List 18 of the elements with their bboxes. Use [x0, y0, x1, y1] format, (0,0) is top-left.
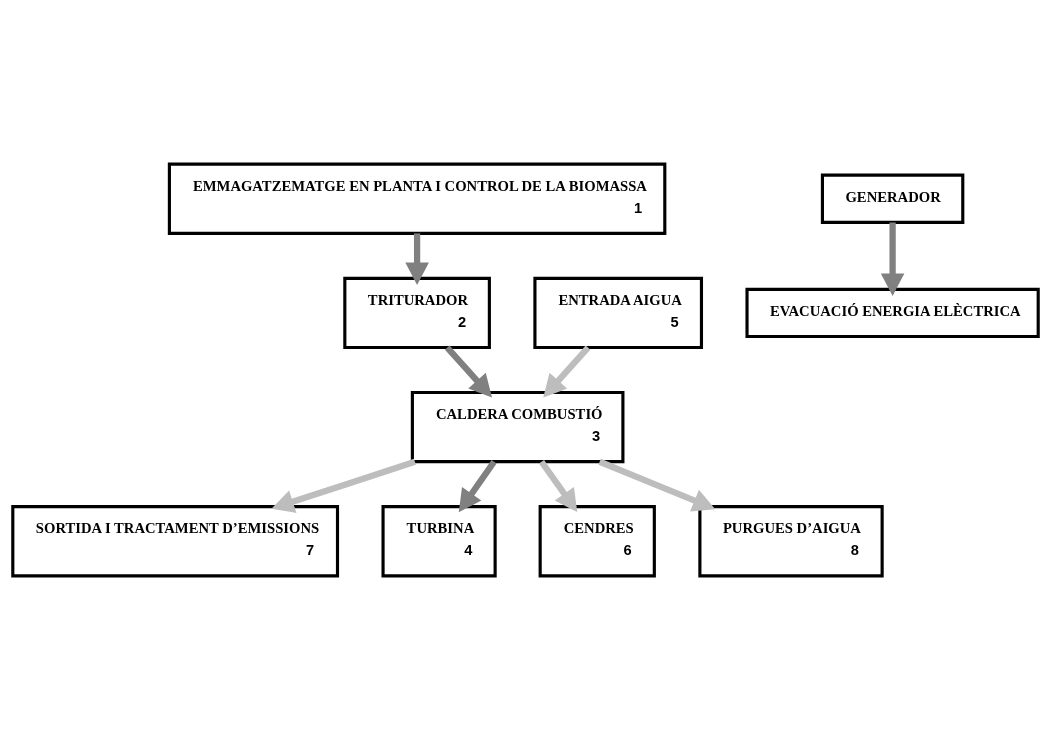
- node-box: EMMAGATZEMATGE EN PLANTA I CONTROL DE LA BIOMASSA 1: [167, 162, 667, 235]
- arrow: [880, 222, 905, 296]
- node-box: GENERADOR: [820, 173, 965, 224]
- arrow: [405, 233, 429, 286]
- arrow: [598, 458, 716, 512]
- arrow: [458, 459, 497, 513]
- arrow: [538, 459, 578, 513]
- arrow: [271, 458, 416, 513]
- node-box: TRITURADOR 2: [343, 276, 491, 350]
- node-box: CENDRES 6: [538, 505, 656, 578]
- node-box: EVACUACIÓ ENERGIA ELÈCTRICA: [745, 287, 1040, 339]
- node-box: CALDERA COMBUSTIÓ 3: [410, 390, 625, 464]
- arrow: [444, 345, 492, 398]
- node-box: TURBINA 4: [381, 505, 497, 578]
- node-box: SORTIDA I TRACTAMENT D’EMISSIONS 7: [11, 505, 340, 578]
- arrow: [543, 345, 591, 398]
- node-box: ENTRADA AIGUA 5: [533, 276, 704, 350]
- node-box: PURGUES D’AIGUA 8: [698, 505, 884, 578]
